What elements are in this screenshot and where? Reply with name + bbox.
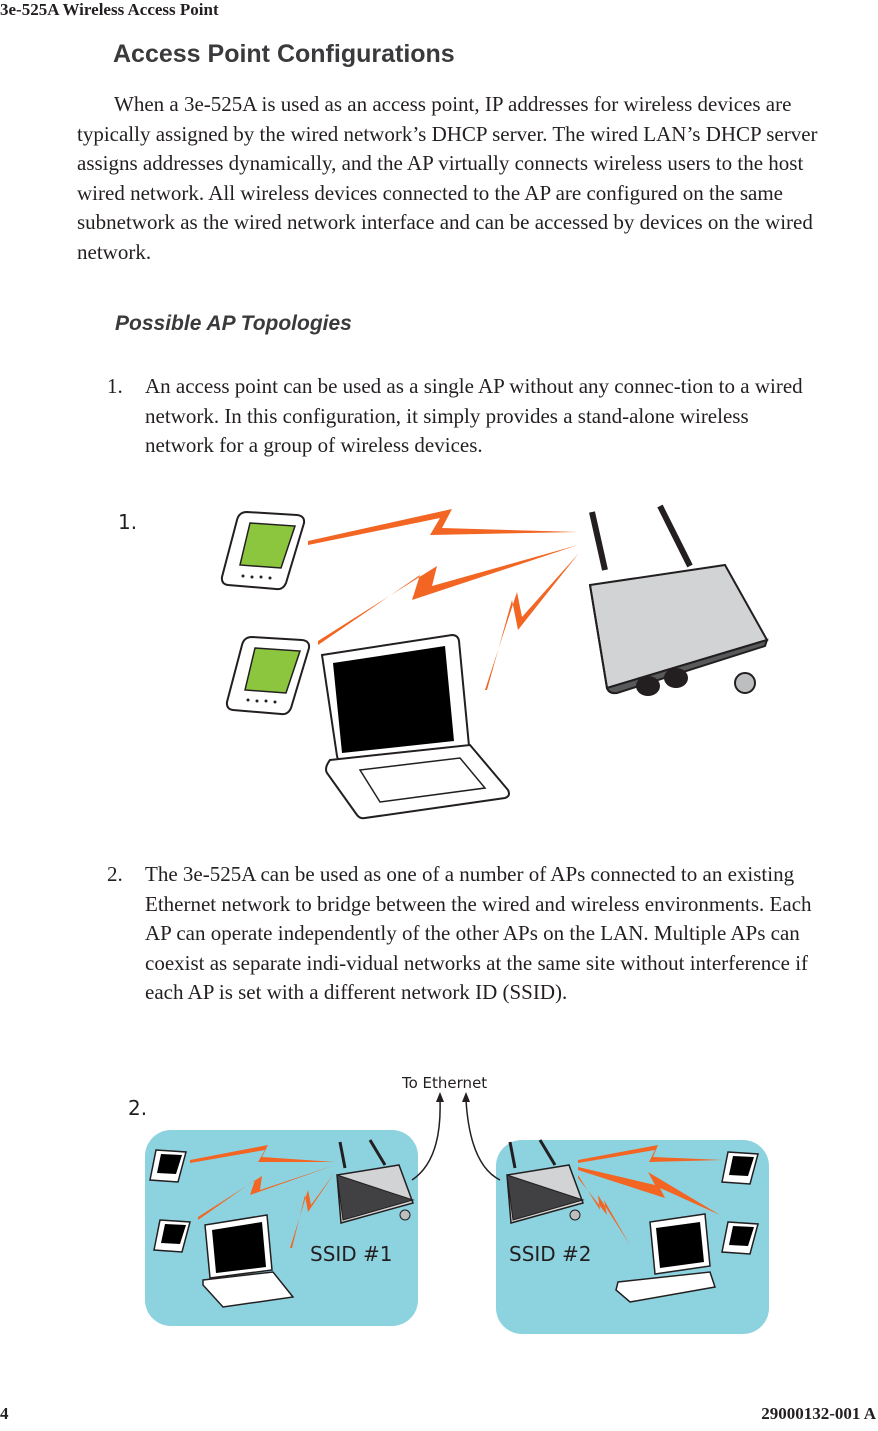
laptop-icon: [202, 1214, 295, 1308]
section-title: Access Point Configurations: [113, 40, 455, 68]
pda-icon: [721, 1151, 759, 1185]
wireless-signal-icon: [578, 1175, 630, 1245]
access-point-icon: [506, 1139, 585, 1224]
wireless-signal-icon: [190, 1145, 335, 1163]
list-item-text: The 3e-525A can be used as one of a numb…: [145, 862, 812, 1004]
list-item: 1. An access point can be used as a sing…: [107, 372, 819, 461]
wireless-signal-icon: [485, 553, 579, 690]
list-item-number: 2.: [107, 862, 123, 886]
running-header: 3e-525A Wireless Access Point: [0, 0, 219, 19]
ssid-1-label: SSID #1: [310, 1242, 393, 1266]
list-item-text: An access point can be used as a single …: [145, 374, 803, 457]
ethernet-arrow: [411, 1092, 444, 1181]
pda-icon: [149, 1149, 187, 1183]
figure-2-label: 2.: [128, 1096, 148, 1120]
access-point-icon: [336, 1139, 415, 1224]
ssid-2-label: SSID #2: [509, 1242, 592, 1266]
pda-icon: [225, 635, 311, 716]
wireless-signal-icon: [578, 1167, 720, 1215]
ethernet-arrow: [462, 1092, 501, 1181]
pda-icon: [721, 1221, 759, 1255]
wireless-signal-icon: [308, 509, 578, 545]
pda-icon: [220, 510, 306, 591]
figure-1-standalone-ap: [220, 504, 769, 820]
access-point-icon: [588, 504, 769, 696]
laptop-icon: [320, 633, 510, 820]
to-ethernet-label: To Ethernet: [401, 1074, 487, 1092]
pda-icon: [153, 1219, 191, 1253]
page-number: 4: [0, 1404, 9, 1423]
document-number: 29000132-001 A: [761, 1404, 876, 1423]
wireless-signal-icon: [578, 1145, 723, 1163]
laptop-icon: [615, 1213, 716, 1303]
wireless-signal-icon: [318, 545, 578, 645]
intro-paragraph: When a 3e-525A is used as an access poin…: [77, 92, 818, 264]
figure-1-label: 1.: [118, 510, 138, 534]
subsection-title: Possible AP Topologies: [115, 312, 352, 335]
list-item-number: 1.: [107, 374, 123, 398]
figure-2-multi-ap: To Ethernet SSID #1 SSID #2: [145, 1074, 769, 1334]
list-item: 2. The 3e-525A can be used as one of a n…: [107, 860, 819, 1008]
